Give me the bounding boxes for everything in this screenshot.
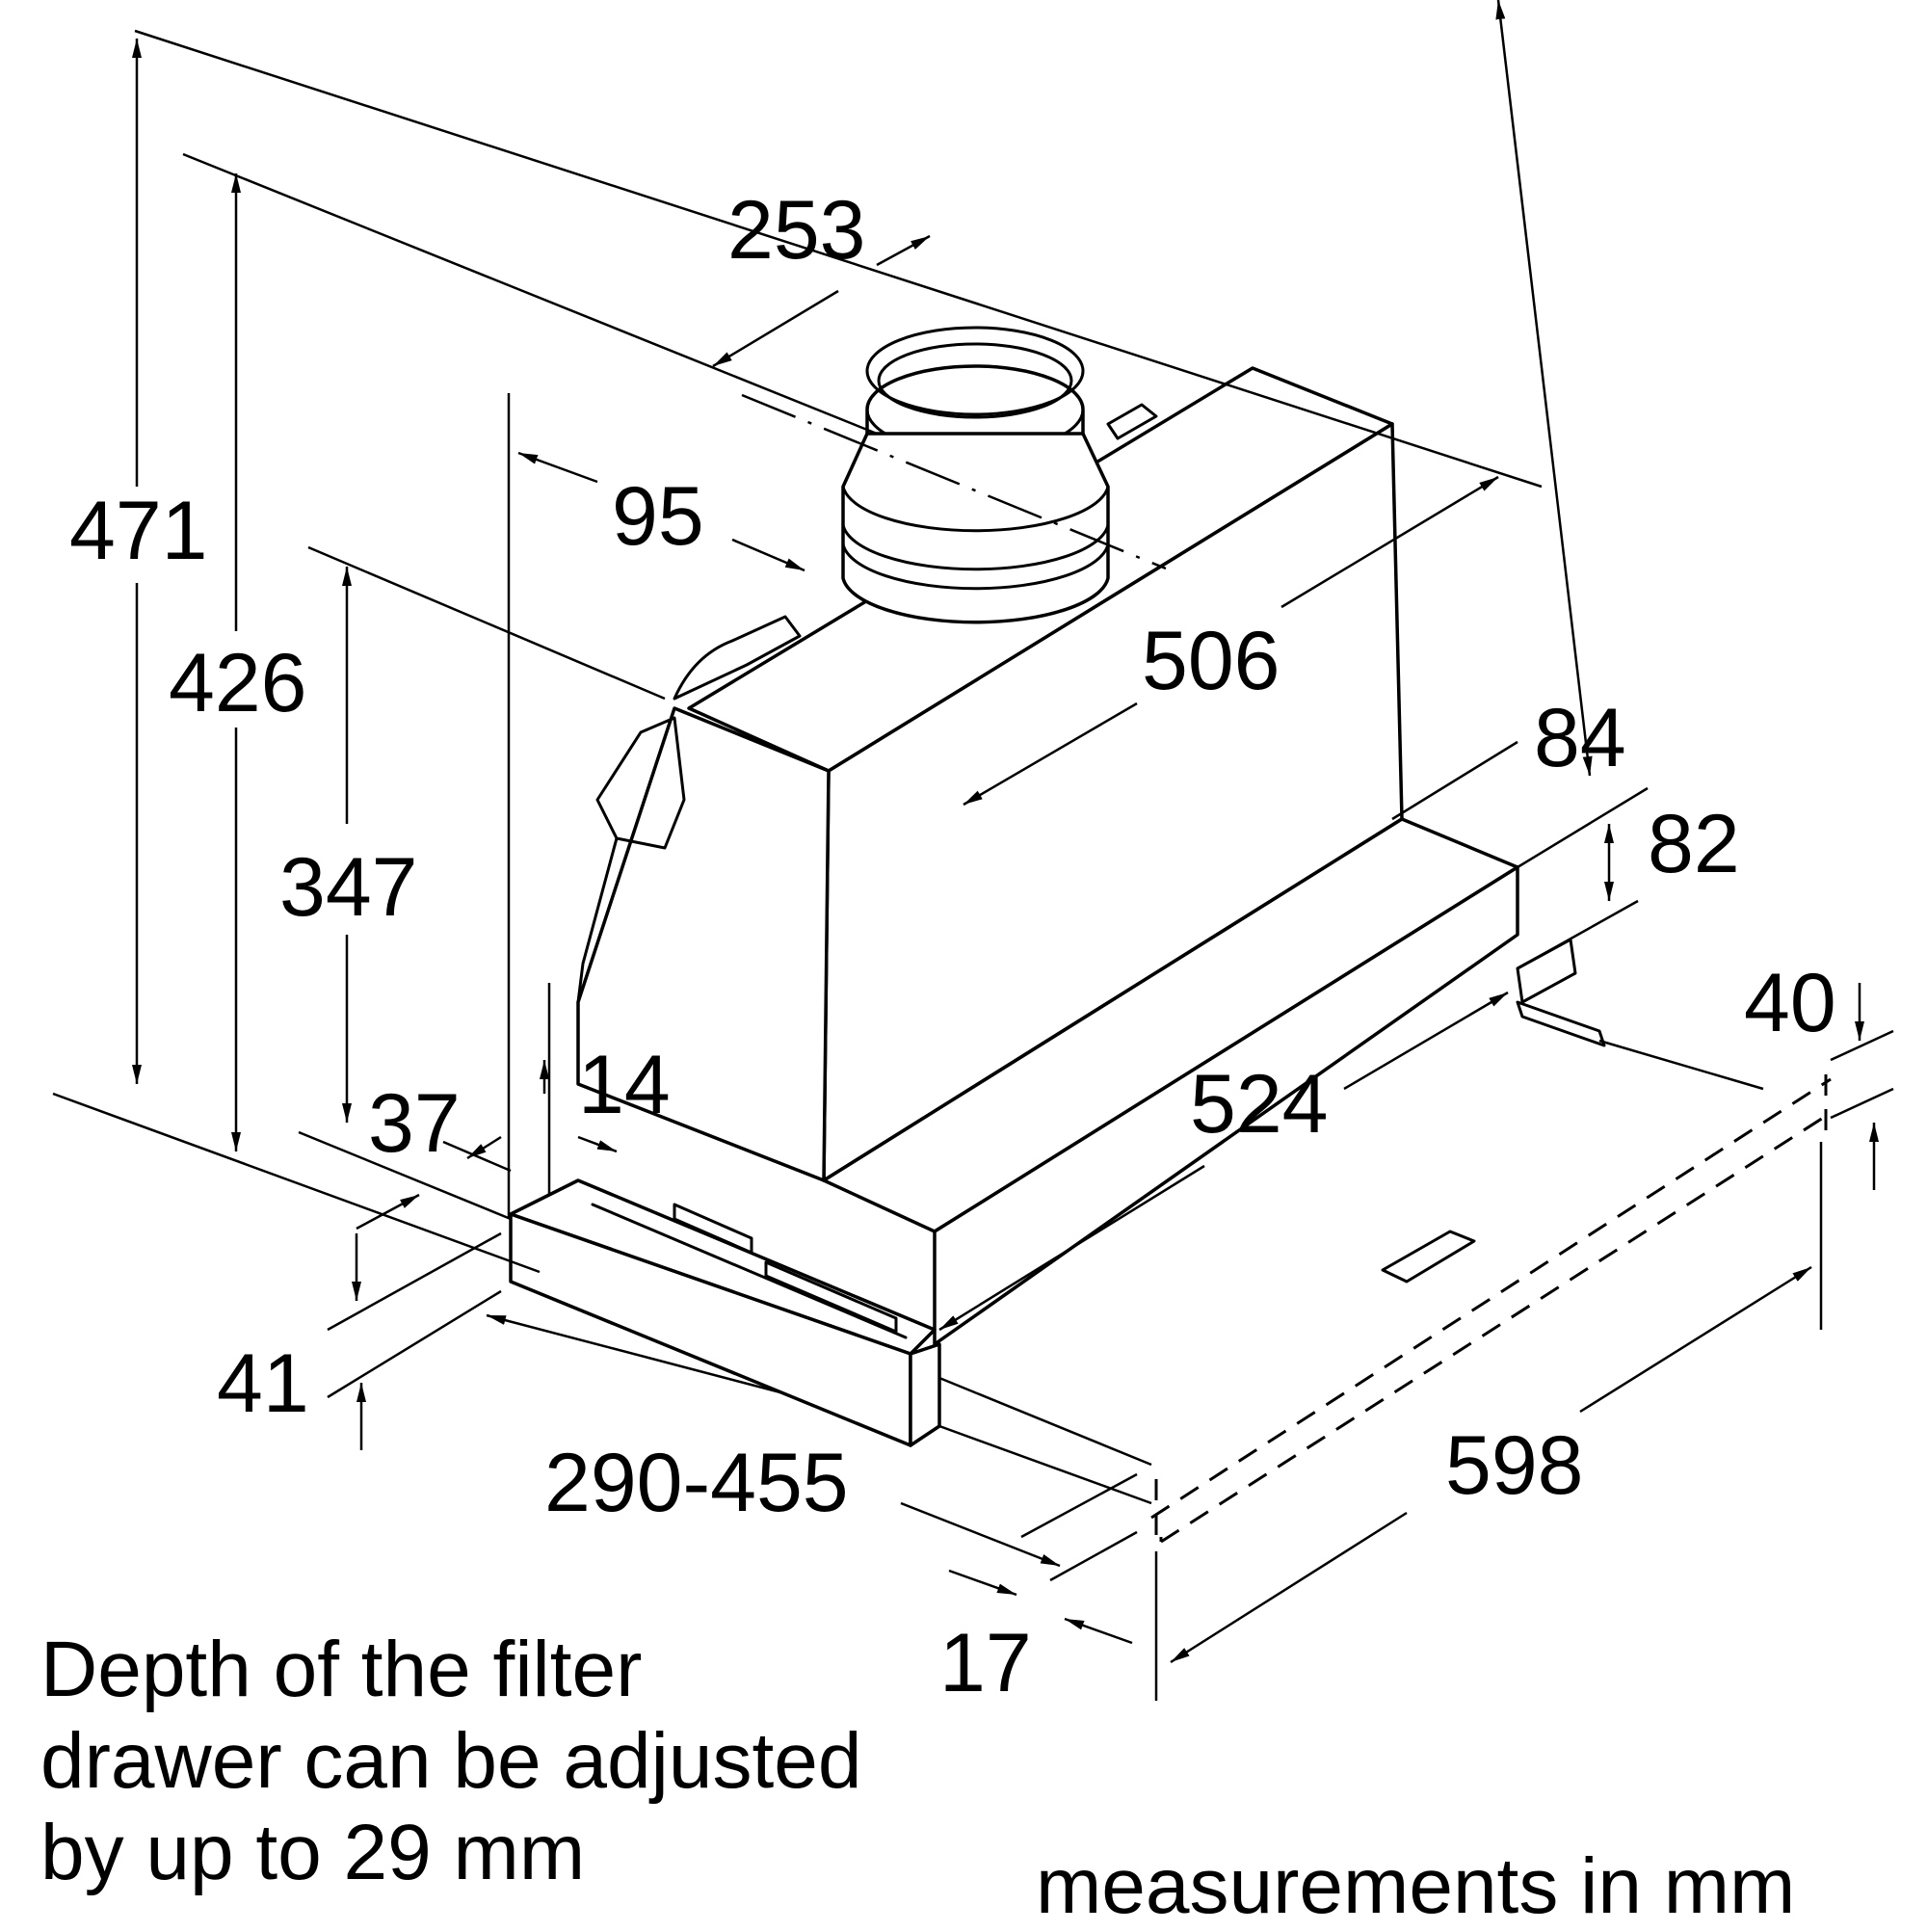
dim-41-label: 41 <box>217 1337 309 1430</box>
note-line-1: Depth of the filter <box>40 1626 642 1713</box>
dim-506-label: 506 <box>1142 615 1280 707</box>
dimension-arrows <box>132 0 1879 1664</box>
dim-290-455-label: 290-455 <box>544 1437 849 1529</box>
cabinet-outline <box>1150 1074 1832 1547</box>
dim-40-label: 40 <box>1744 957 1836 1049</box>
dim-95-label: 95 <box>612 470 704 563</box>
dim-14-label: 14 <box>578 1039 671 1131</box>
dim-253-label: 253 <box>727 184 866 277</box>
dim-82-label: 82 <box>1648 798 1740 890</box>
dim-524-label: 524 <box>1190 1058 1329 1151</box>
units-label: measurements in mm <box>1036 1842 1795 1927</box>
dim-598-label: 598 <box>1445 1419 1584 1512</box>
note-line-2: drawer can be adjusted <box>40 1717 861 1805</box>
dim-17-label: 17 <box>939 1617 1032 1709</box>
dim-347-label: 347 <box>279 841 418 934</box>
dim-426-label: 426 <box>169 637 307 729</box>
hood-body <box>509 366 1606 1447</box>
exhaust-collar <box>841 326 1110 624</box>
dim-37-label: 37 <box>368 1077 461 1170</box>
dim-471-label: 471 <box>69 485 208 577</box>
dim-84-label: 84 <box>1534 692 1626 784</box>
note-line-3: by up to 29 mm <box>40 1809 585 1896</box>
extension-lines <box>52 29 1894 1701</box>
